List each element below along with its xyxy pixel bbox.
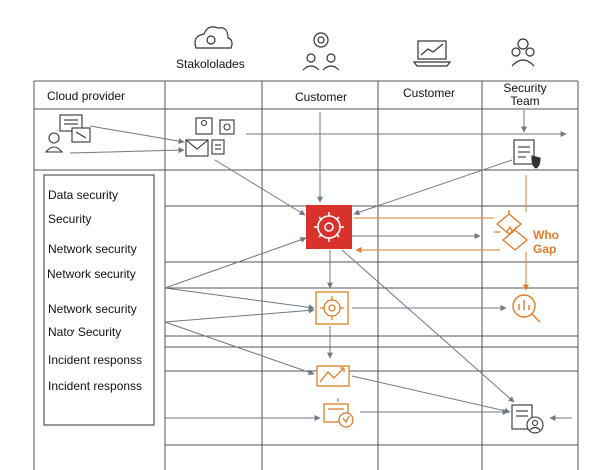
row-label-security: Security [48,212,92,226]
who-gap-label: Who Gap [533,228,559,256]
document-user-icon [511,404,544,434]
documents-icon [185,117,235,157]
row-label-incident-response-1: Incident responss [48,353,143,367]
who-gap-line-2: Gap [533,242,557,256]
flow-arrows [69,110,572,421]
magnifier-chart-icon [512,294,541,323]
row-label-nato-security: Natơ Security [48,325,122,339]
column-header-security-team: Security Team [498,82,552,108]
security-team-line-1: Security [503,81,547,95]
cloud-gear-icon [194,26,233,49]
stakeholders-label: Stakololades [176,57,245,71]
laptop-chart-icon [412,40,452,67]
column-header-customer-2: Customer [403,86,456,100]
column-header-customer-1: Customer [295,90,348,104]
gap-arrows [354,175,529,291]
row-label-data-security: Data security [48,188,119,202]
orange-node-icon [315,291,349,325]
who-gap-icon [494,210,529,251]
monitor-shield-icon [323,403,354,428]
central-hub-icon [306,205,352,249]
team-gear-icon [302,32,340,71]
column-header-cloud-provider: Cloud provider [47,89,126,103]
grid [33,80,579,470]
row-label-network-security-3: Network security [48,302,137,316]
row-label-network-security-2: Network security [47,267,136,281]
row-label-incident-response-2: Incident responss [48,379,143,393]
row-label-network-security-1: Network security [48,242,137,256]
security-team-line-2: Team [510,94,540,108]
document-shield-icon [513,139,541,169]
incident-chart-icon [316,365,350,387]
security-team-icon [511,38,535,67]
who-gap-line-1: Who [533,228,559,242]
user-dashboard-icon [44,114,91,153]
